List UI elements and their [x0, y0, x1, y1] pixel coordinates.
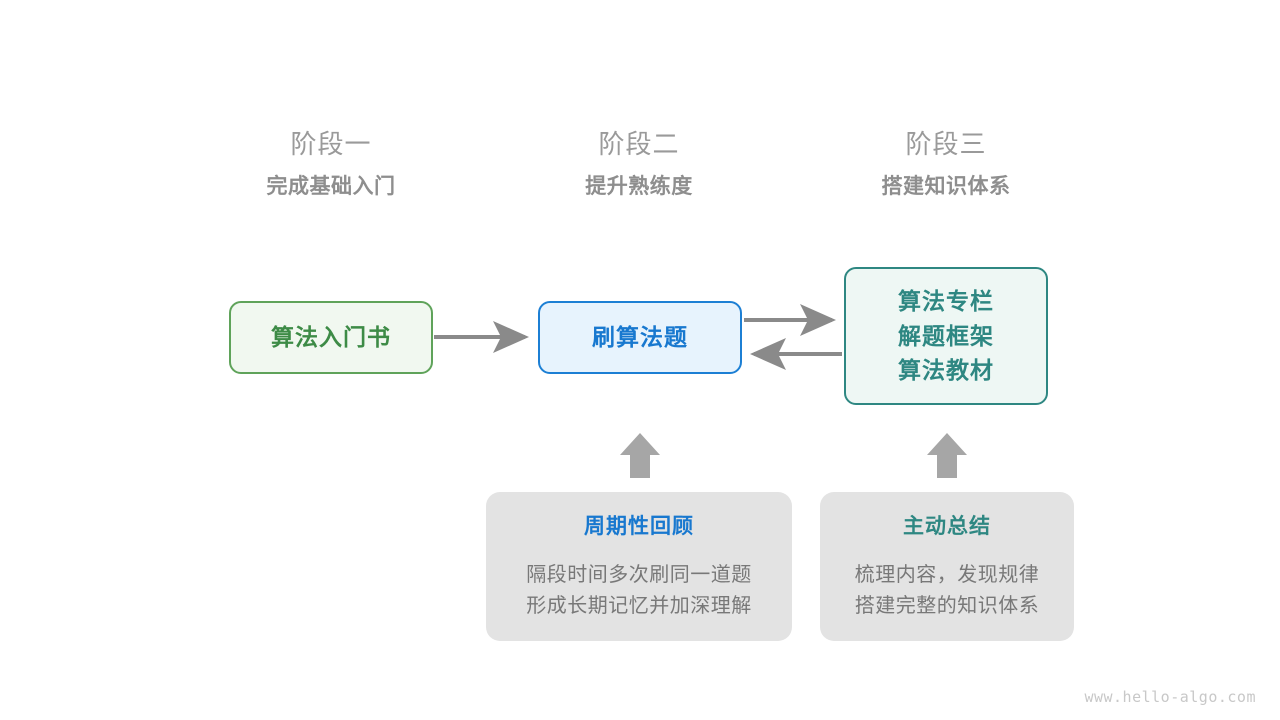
note-review-body-line-1: 隔段时间多次刷同一道题	[526, 564, 752, 586]
note-review-title: 周期性回顾	[584, 515, 694, 538]
note-summary-body-line-2: 搭建完整的知识体系	[854, 595, 1040, 617]
node-resources-line-1: 算法专栏	[898, 287, 994, 314]
note-review-body: 隔段时间多次刷同一道题 形成长期记忆并加深理解	[526, 560, 752, 622]
note-summary-title: 主动总结	[903, 515, 991, 538]
stage-2-title: 阶段二	[598, 129, 680, 159]
node-resources-line-3: 算法教材	[898, 357, 994, 384]
stage-1-title: 阶段一	[290, 129, 372, 159]
stage-1-subtitle: 完成基础入门	[266, 175, 396, 198]
node-practice-label: 刷算法题	[592, 324, 688, 351]
note-summary-body: 梳理内容，发现规律 搭建完整的知识体系	[855, 560, 1040, 622]
watermark-url: www.hello-algo.com	[1084, 688, 1256, 706]
note-card-active-summary[interactable]: 主动总结 梳理内容，发现规律 搭建完整的知识体系	[820, 492, 1074, 641]
block-arrow-review-to-practice	[620, 433, 660, 478]
stage-header-3: 阶段三 搭建知识体系	[826, 131, 1066, 197]
note-card-periodic-review[interactable]: 周期性回顾 隔段时间多次刷同一道题 形成长期记忆并加深理解	[486, 492, 792, 641]
node-practice[interactable]: 刷算法题	[538, 301, 742, 374]
node-resources[interactable]: 算法专栏 解题框架 算法教材	[844, 267, 1048, 405]
node-resources-line-2: 解题框架	[898, 322, 994, 349]
stage-2-subtitle: 提升熟练度	[585, 175, 693, 198]
node-intro-book-label: 算法入门书	[271, 324, 391, 351]
stage-3-title: 阶段三	[905, 129, 987, 159]
note-summary-body-line-1: 梳理内容，发现规律	[854, 564, 1040, 586]
note-review-body-line-2: 形成长期记忆并加深理解	[526, 595, 752, 617]
block-arrow-summary-to-resources	[927, 433, 967, 478]
stage-3-subtitle: 搭建知识体系	[881, 175, 1011, 198]
stage-header-1: 阶段一 完成基础入门	[211, 131, 451, 197]
stage-header-2: 阶段二 提升熟练度	[519, 131, 759, 197]
node-intro-book[interactable]: 算法入门书	[229, 301, 433, 374]
